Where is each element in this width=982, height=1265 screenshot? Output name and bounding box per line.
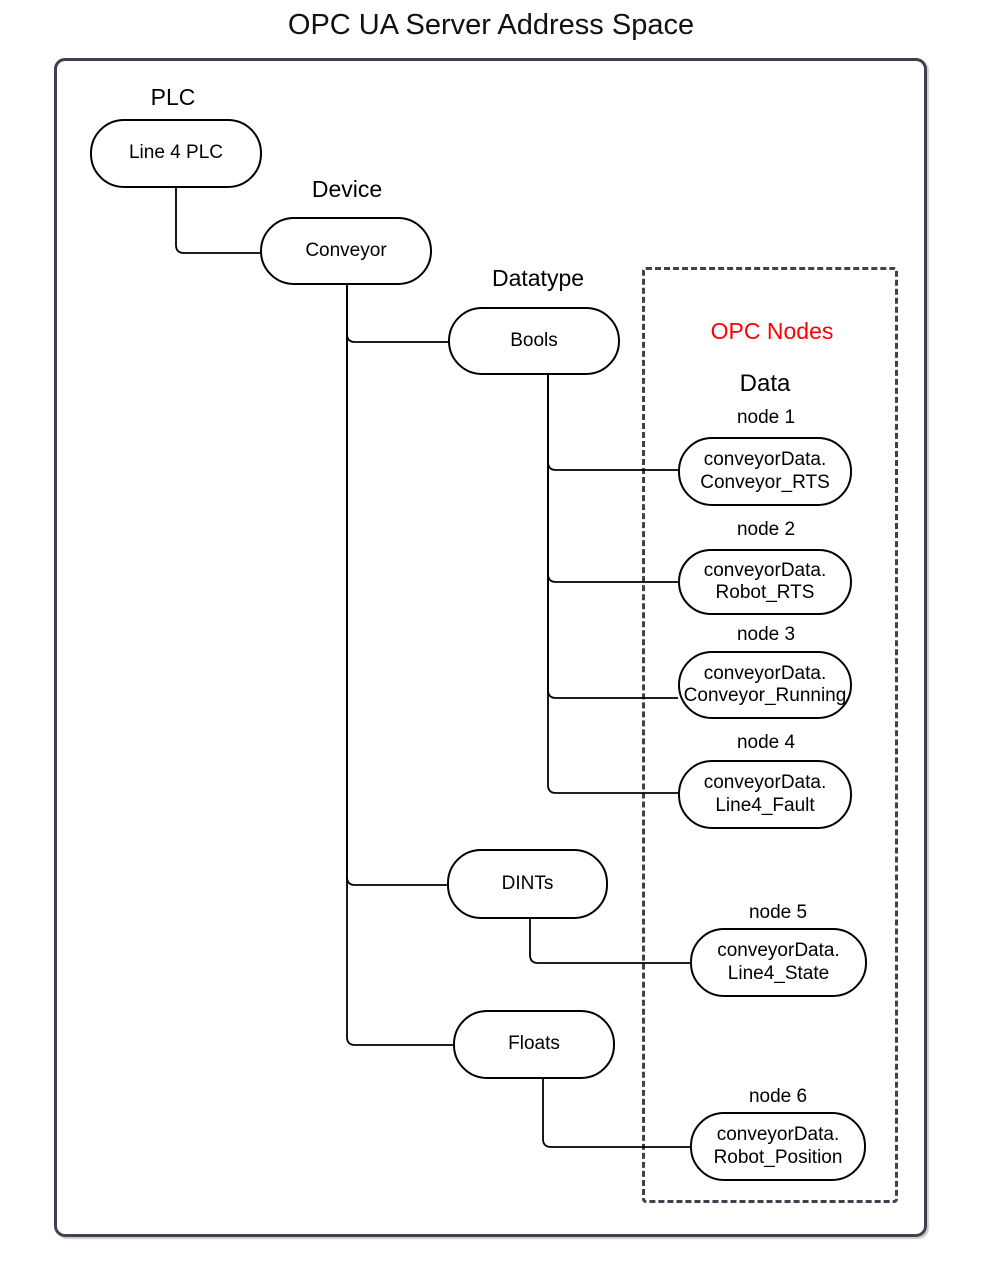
page-title: OPC UA Server Address Space xyxy=(287,9,695,41)
node4-pill: conveyorData. Line4_Fault xyxy=(678,760,852,829)
dints-node-text: DINTs xyxy=(501,872,554,894)
edge-floats-node6 xyxy=(542,1079,690,1148)
node5-label: node 5 xyxy=(748,902,808,923)
node5-line2: Line4_State xyxy=(727,962,830,984)
conveyor-node-text: Conveyor xyxy=(305,239,387,261)
node6-label: node 6 xyxy=(748,1086,808,1107)
edge-conveyor-bools xyxy=(346,285,448,343)
edge-bools-node4 xyxy=(547,375,678,794)
node3-line1: conveyorData. xyxy=(703,662,827,684)
edge-plc-conveyor xyxy=(175,188,260,254)
node5-pill: conveyorData. Line4_State xyxy=(690,928,867,997)
edge-bools-node2 xyxy=(547,375,678,583)
node5-line1: conveyorData. xyxy=(717,940,840,962)
edge-conveyor-floats xyxy=(346,285,453,1046)
edge-dints-node5 xyxy=(529,919,690,964)
data-group-label: Data xyxy=(739,370,791,397)
opc-nodes-dashed-box xyxy=(642,267,898,1203)
bools-node-text: Bools xyxy=(510,329,558,351)
floats-node-pill: Floats xyxy=(453,1010,615,1079)
datatype-group-label: Datatype xyxy=(491,265,585,291)
node1-label: node 1 xyxy=(736,407,796,428)
node2-line2: Robot_RTS xyxy=(715,582,815,603)
node3-pill: conveyorData. Conveyor_Running xyxy=(678,651,852,719)
node2-pill: conveyorData. Robot_RTS xyxy=(678,549,852,615)
node1-pill: conveyorData. Conveyor_RTS xyxy=(678,437,852,506)
node6-pill: conveyorData. Robot_Position xyxy=(690,1112,866,1181)
edge-bools-node3 xyxy=(547,375,678,699)
address-space-box xyxy=(54,58,927,1237)
conveyor-node-pill: Conveyor xyxy=(260,217,432,285)
plc-node-text: Line 4 PLC xyxy=(128,142,223,164)
dints-node-pill: DINTs xyxy=(447,849,608,919)
node3-line2: Conveyor_Running xyxy=(683,685,847,706)
opc-nodes-title: OPC Nodes xyxy=(710,318,834,344)
bools-node-pill: Bools xyxy=(448,307,620,375)
node4-line1: conveyorData. xyxy=(703,772,827,794)
plc-group-label: PLC xyxy=(150,84,196,110)
floats-node-text: Floats xyxy=(508,1033,560,1055)
node6-line1: conveyorData. xyxy=(716,1124,840,1146)
plc-node-pill: Line 4 PLC xyxy=(90,119,262,188)
node3-label: node 3 xyxy=(736,624,796,645)
node4-line2: Line4_Fault xyxy=(715,794,815,816)
node1-line2: Conveyor_RTS xyxy=(700,471,830,493)
edge-bools-node1 xyxy=(547,375,678,471)
node4-label: node 4 xyxy=(736,732,796,753)
edge-conveyor-dints xyxy=(346,285,447,886)
node2-label: node 2 xyxy=(736,519,796,540)
node6-line2: Robot_Position xyxy=(713,1146,843,1168)
node2-line1: conveyorData. xyxy=(703,559,827,581)
device-group-label: Device xyxy=(311,176,383,202)
node1-line1: conveyorData. xyxy=(703,449,827,471)
